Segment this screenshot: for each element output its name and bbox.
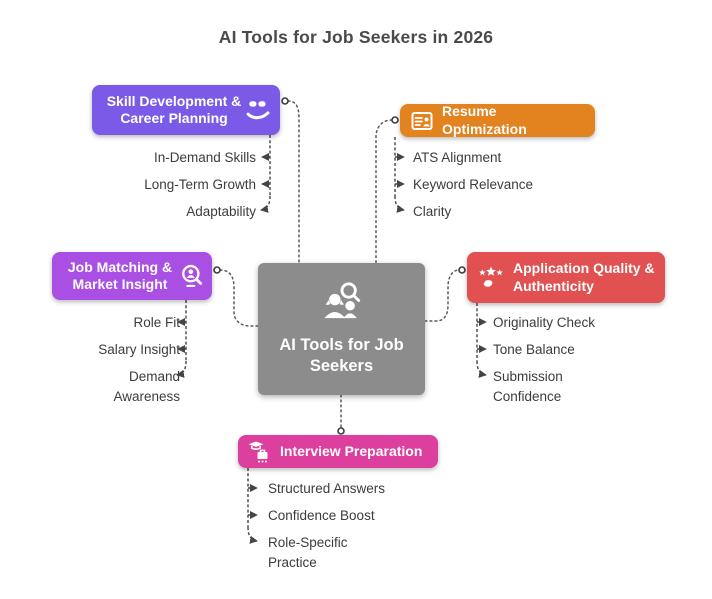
link-job-to-center [219, 269, 259, 327]
branch-label: Resume Optimization [442, 103, 527, 137]
list-item-originality-check: Originality Check [493, 315, 596, 330]
list-item-adaptability: Adaptability [186, 204, 256, 219]
list-item-keyword-relevance: Keyword Relevance [413, 177, 534, 192]
graduation-cap-icon [248, 440, 272, 464]
dot-job [213, 266, 221, 274]
list-item-role-fit: Role Fit [133, 315, 180, 330]
interview-subbranch [247, 468, 258, 544]
list-item-clarity: Clarity [413, 204, 452, 219]
link-resume-to-center [375, 119, 393, 264]
list-item-ats-alignment: ATS Alignment [413, 150, 502, 165]
skill-subbranch [260, 135, 271, 213]
job-subbranch [176, 300, 187, 378]
center-node-ai-tools: AI Tools for Job Seekers [258, 263, 425, 395]
hand-skills-icon [244, 96, 272, 124]
link-skill-to-center [287, 100, 300, 264]
link-center-to-quality [424, 269, 459, 322]
people-search-icon [319, 280, 365, 328]
list-item-submission-confidence: Submission Confidence [493, 369, 563, 405]
list-item-tone-balance: Tone Balance [493, 342, 575, 357]
page-title: AI Tools for Job Seekers in 2026 [218, 27, 494, 47]
list-item-long-term-growth: Long-Term Growth [144, 177, 256, 192]
dot-skill [281, 97, 289, 105]
branch-node-job-matching: Job Matching & Market Insight [52, 252, 212, 300]
branch-node-resume-optimization: Resume Optimization [400, 103, 595, 137]
branch-node-skill-development: Skill Development & Career Planning [92, 85, 280, 135]
dot-interview [337, 427, 345, 435]
branch-label: Job Matching & Market Insight [67, 258, 173, 293]
center-node-label: AI Tools for Job Seekers [279, 335, 404, 376]
person-search-icon [178, 262, 206, 290]
quality-subbranch [476, 303, 487, 378]
quality-stars-icon [477, 264, 505, 292]
resume-subbranch [394, 137, 405, 213]
branch-node-application-quality: Application Quality & Authenticity [467, 252, 665, 303]
branch-label: Application Quality & Authenticity [513, 260, 655, 294]
list-item-role-specific-practice: Role-Specific Practice [268, 535, 348, 571]
list-item-in-demand-skills: In-Demand Skills [153, 150, 256, 165]
branch-label: Interview Preparation [280, 442, 423, 459]
list-item-salary-insight: Salary Insight [98, 342, 180, 357]
branch-label: Skill Development & Career Planning [106, 92, 242, 127]
dot-resume [391, 116, 399, 124]
resume-card-icon [410, 109, 434, 133]
dot-quality [458, 266, 466, 274]
list-item-structured-answers: Structured Answers [268, 481, 386, 496]
list-item-demand-awareness: Demand Awareness [113, 369, 180, 405]
list-item-confidence-boost: Confidence Boost [268, 508, 375, 523]
branch-node-interview-preparation: Interview Preparation [238, 435, 438, 468]
